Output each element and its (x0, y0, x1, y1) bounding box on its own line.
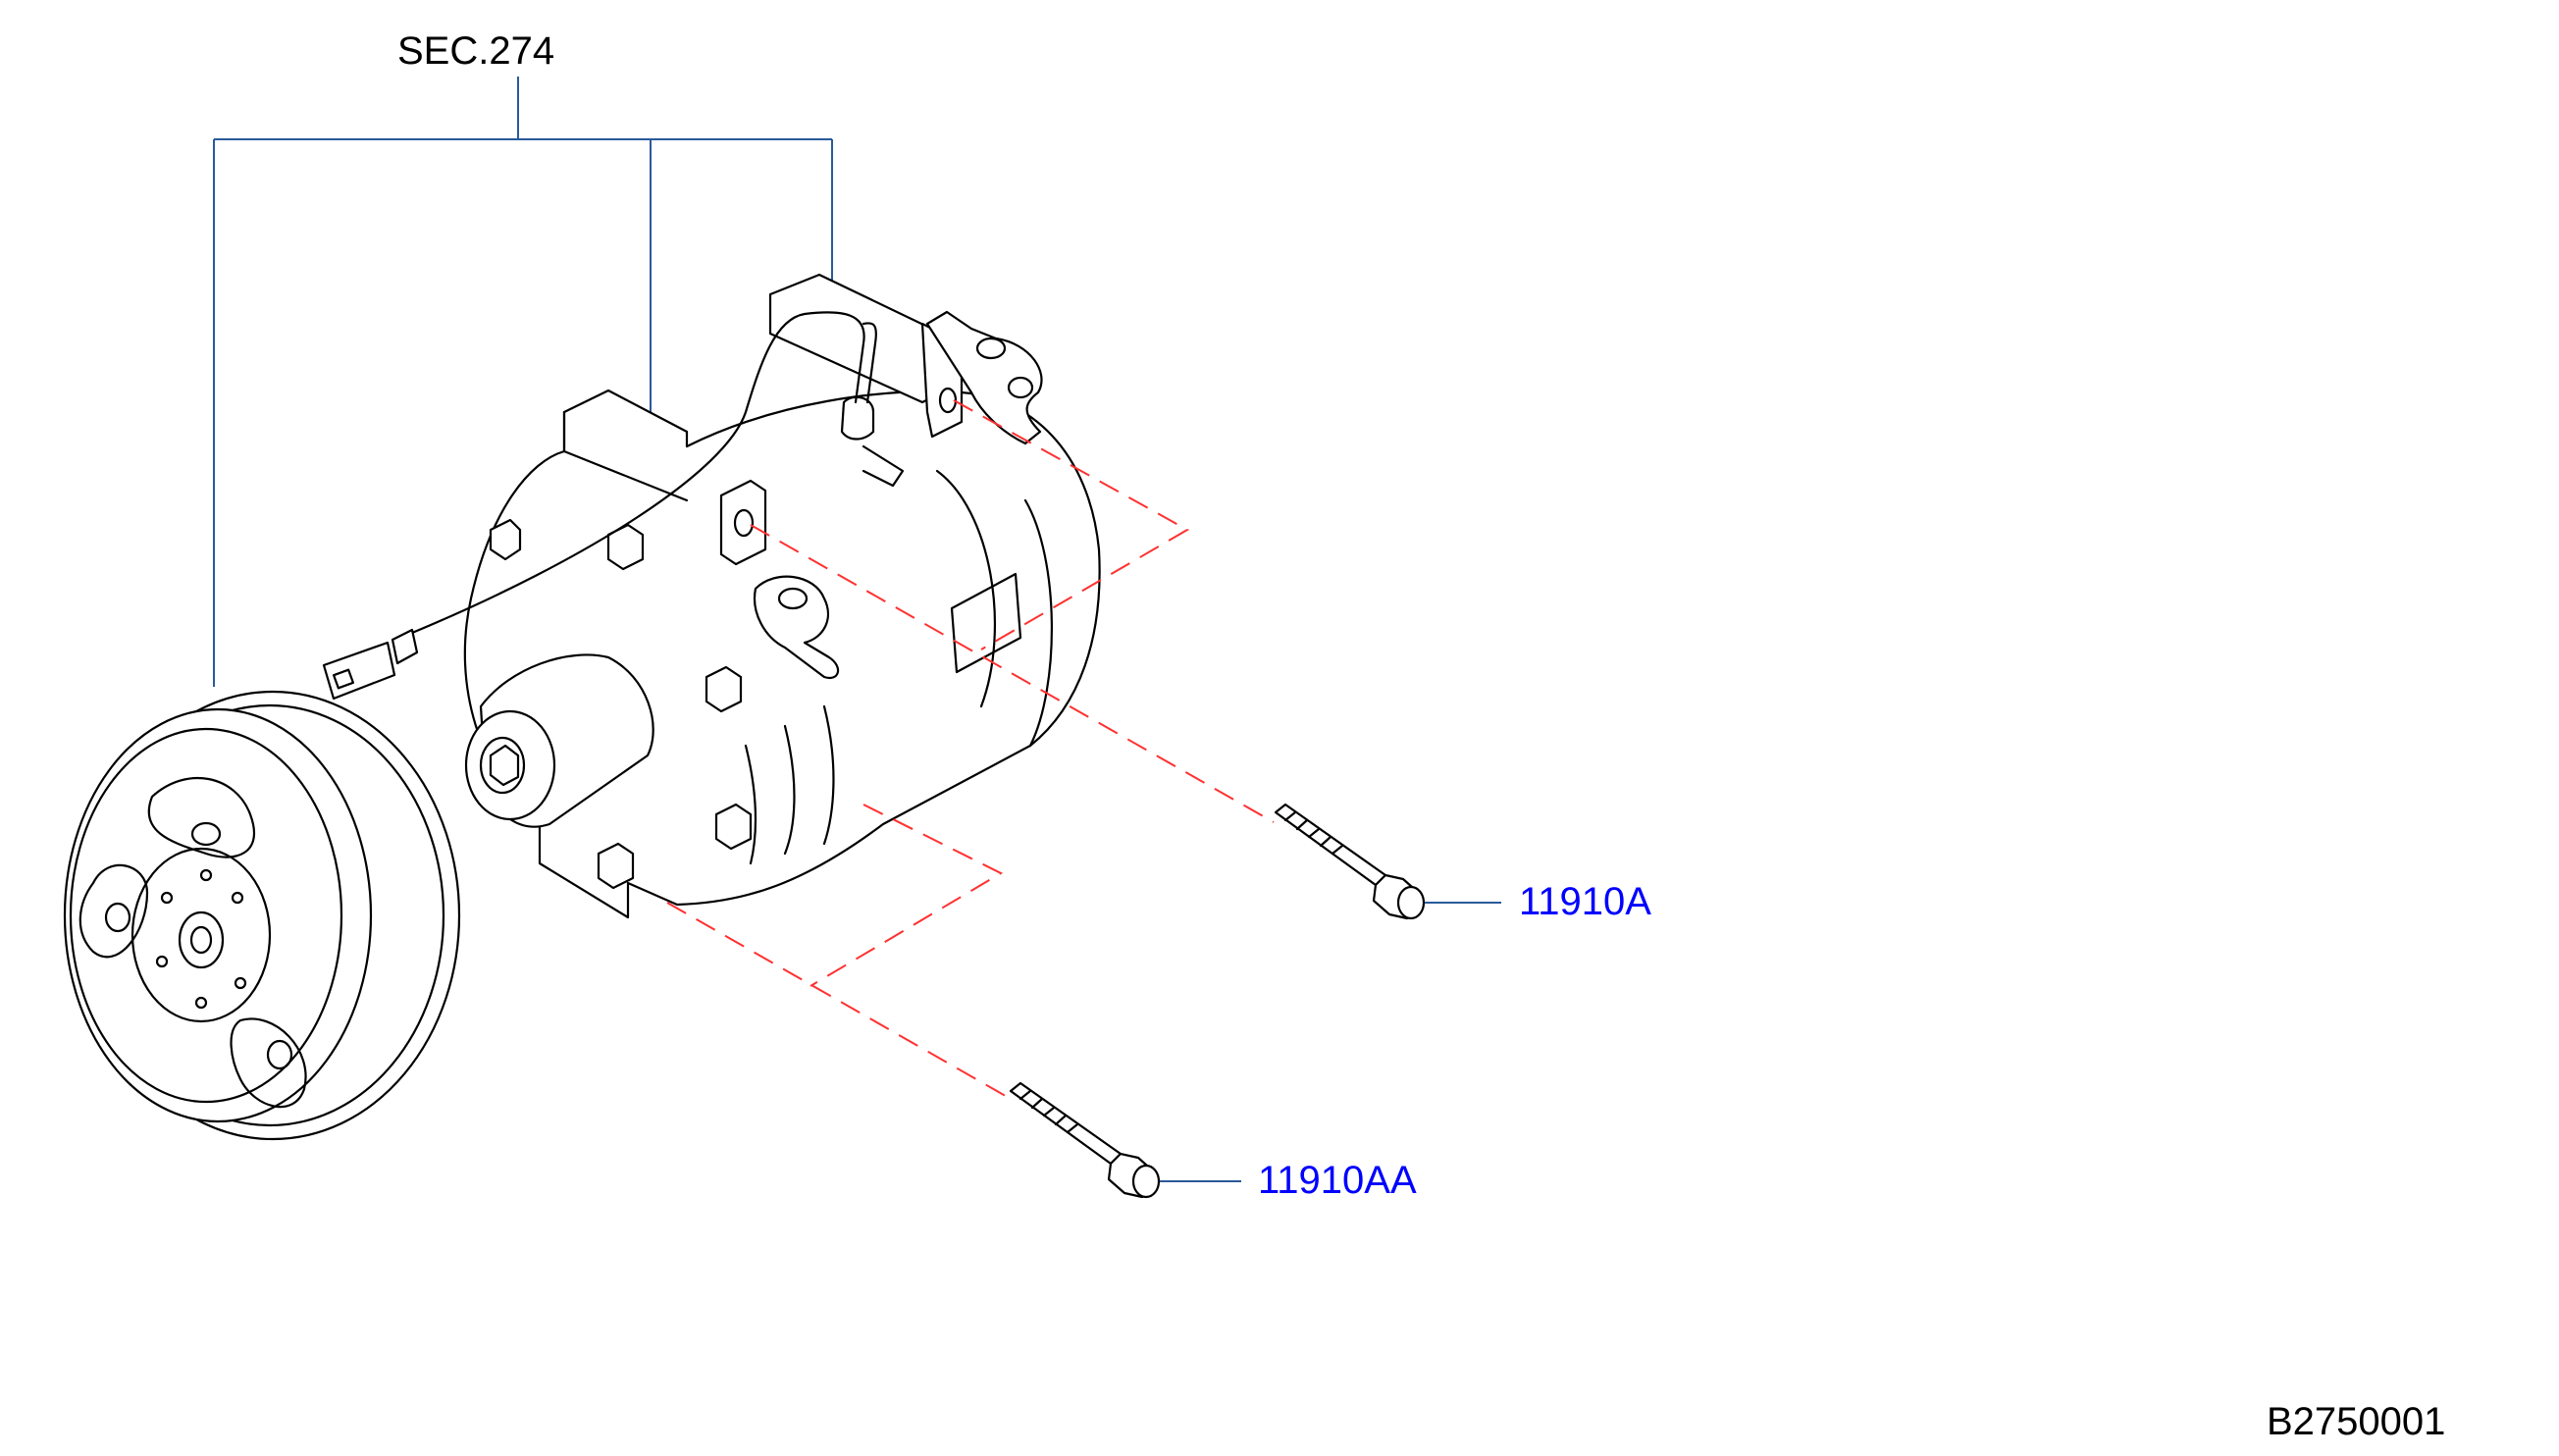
wire-harness (322, 311, 877, 701)
mounting-phantom-lines (666, 399, 1275, 1100)
clutch-pulley (63, 690, 461, 1141)
bolt-11910a[interactable] (1274, 803, 1426, 920)
section-reference-leader (213, 77, 833, 687)
bolt-11910aa[interactable] (1009, 1081, 1161, 1199)
drawing-code: B2750001 (2267, 1400, 2445, 1443)
part-number-11910aa[interactable]: 11910AA (1258, 1159, 1417, 1202)
part-number-11910a[interactable]: 11910A (1519, 880, 1651, 923)
compressor-body (463, 273, 1101, 919)
section-reference-label[interactable]: SEC.274 (397, 29, 554, 73)
